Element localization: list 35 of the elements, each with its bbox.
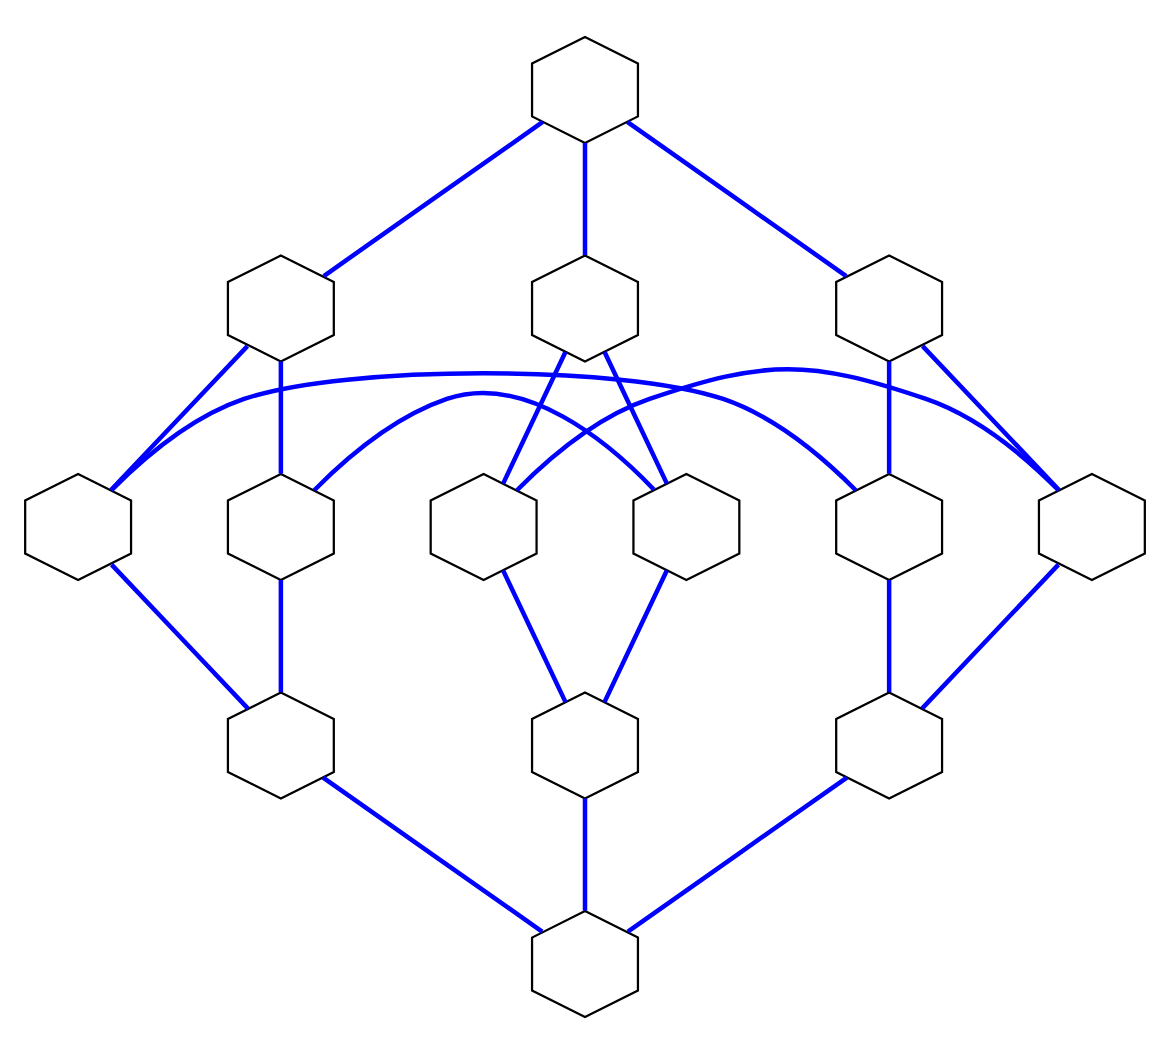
connector xyxy=(626,120,848,278)
node-hexagon xyxy=(226,691,335,800)
node-hexagon xyxy=(632,472,741,582)
node-hexagon xyxy=(835,254,944,363)
connector xyxy=(109,344,250,492)
connector xyxy=(321,775,544,934)
node-hexagon xyxy=(429,472,538,582)
connector xyxy=(886,361,892,474)
node-hexagon xyxy=(24,472,133,582)
node-hexagon xyxy=(530,254,640,363)
node-hexagon xyxy=(226,254,335,363)
connector xyxy=(322,120,544,278)
node-hexagon xyxy=(530,35,640,145)
connector xyxy=(278,579,284,693)
connector xyxy=(501,569,568,704)
node-hexagon xyxy=(835,472,944,582)
node-hexagon xyxy=(226,472,335,582)
connector xyxy=(920,563,1061,711)
connector xyxy=(109,371,858,492)
connector xyxy=(582,798,588,911)
connector xyxy=(515,367,1061,492)
connector xyxy=(312,390,656,492)
connector xyxy=(109,563,250,711)
connector xyxy=(501,351,568,485)
node-hexagon xyxy=(835,691,944,800)
connector xyxy=(886,579,892,693)
connector xyxy=(278,361,284,474)
connector xyxy=(582,142,588,256)
node-hexagon xyxy=(530,691,640,800)
node-hexagon xyxy=(1037,472,1146,582)
node-hexagon xyxy=(530,909,640,1019)
connector xyxy=(602,351,669,485)
connector xyxy=(626,775,849,934)
connector xyxy=(602,569,669,704)
connector xyxy=(920,344,1061,492)
